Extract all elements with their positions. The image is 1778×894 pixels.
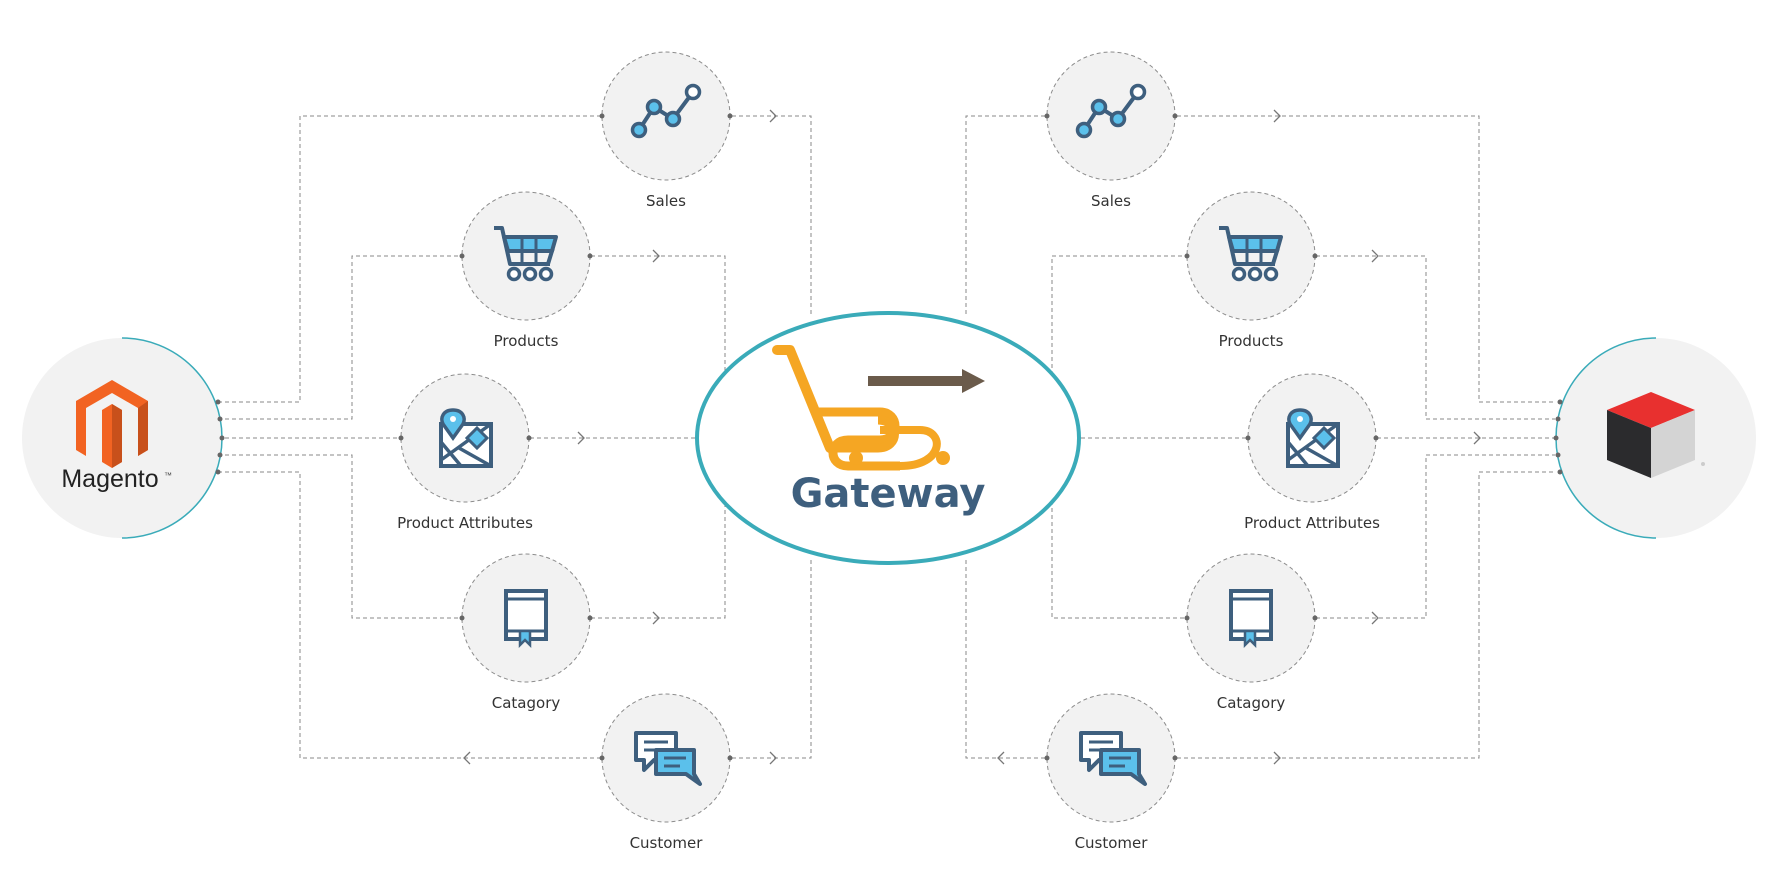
right-node-products[interactable]: Products: [1184, 191, 1318, 350]
right-label-products: Products: [1219, 332, 1284, 350]
left-label-category: Catagory: [492, 694, 561, 712]
magento-node[interactable]: Magento ™: [22, 337, 225, 539]
left-node-category[interactable]: Catagory: [459, 553, 593, 712]
left-node-sales[interactable]: Sales: [599, 51, 733, 210]
right-label-sales: Sales: [1091, 192, 1131, 210]
right-node-category[interactable]: Catagory: [1184, 553, 1318, 712]
left-node-customer[interactable]: Customer: [599, 693, 733, 852]
book-icon: [504, 589, 548, 647]
left-label-sales: Sales: [646, 192, 686, 210]
magento-brand-label: Magento: [61, 465, 158, 493]
left-label-products: Products: [494, 332, 559, 350]
right-node-sales[interactable]: Sales: [1044, 51, 1178, 210]
right-node-product-attributes[interactable]: Product Attributes: [1244, 373, 1380, 532]
cube-logo-icon: [1607, 392, 1705, 478]
left-label-customer: Customer: [630, 834, 704, 852]
gateway-hub[interactable]: Gateway: [695, 311, 1081, 565]
book-icon: [1229, 589, 1273, 647]
right-label-attributes: Product Attributes: [1244, 514, 1380, 532]
gateway-cart-logo-icon: [772, 345, 985, 471]
right-node-customer[interactable]: Customer: [1044, 693, 1178, 852]
left-label-attributes: Product Attributes: [397, 514, 533, 532]
left-arrow-markers: [463, 109, 777, 765]
right-label-category: Catagory: [1217, 694, 1286, 712]
right-arrow-markers: [997, 109, 1481, 765]
target-system-node[interactable]: [1553, 337, 1757, 539]
left-node-product-attributes[interactable]: Product Attributes: [397, 373, 533, 532]
right-connectors: [965, 109, 1555, 765]
right-label-customer: Customer: [1075, 834, 1149, 852]
left-node-products[interactable]: Products: [459, 191, 593, 350]
gateway-title: Gateway: [791, 471, 986, 517]
magento-logo-icon: [76, 380, 148, 468]
magento-trademark: ™: [164, 471, 172, 480]
